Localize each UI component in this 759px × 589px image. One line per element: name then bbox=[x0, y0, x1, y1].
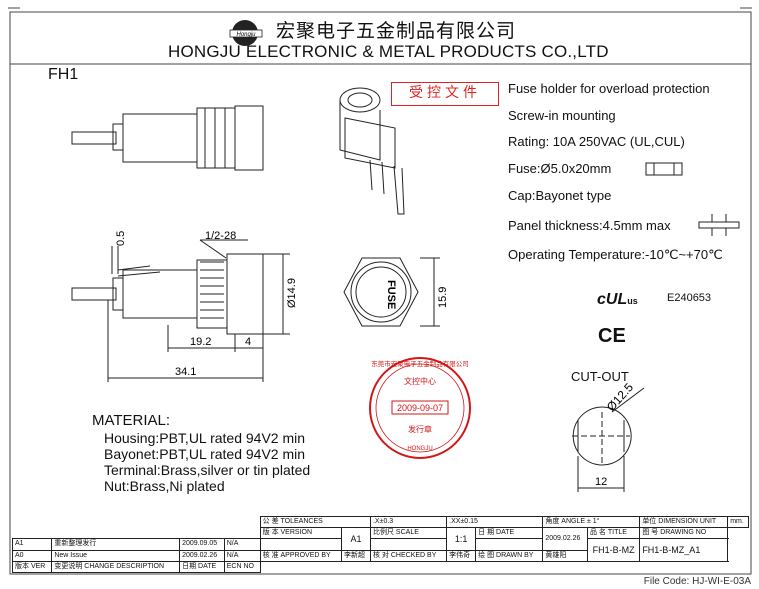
svg-text:东莞市宏聚电子五金制品有限公司: 东莞市宏聚电子五金制品有限公司 bbox=[371, 359, 469, 368]
sheet-border bbox=[9, 11, 752, 575]
side-view-bottom bbox=[71, 239, 290, 382]
issue-seal: 文控中心 2009-09-07 发行章 HONGJU 东莞市宏聚电子五金制品有限… bbox=[369, 357, 471, 459]
dim-149: Ø14.9 bbox=[286, 278, 298, 308]
spec-line-6: Panel thickness:4.5mm max bbox=[508, 218, 671, 233]
spec-line-3: Rating: 10A 250VAC (UL,CUL) bbox=[508, 134, 685, 149]
ul-file-number: E240653 bbox=[667, 292, 712, 304]
cutout-view bbox=[572, 387, 645, 492]
ce-logo: CE bbox=[598, 325, 626, 347]
material-line-2: Bayonet:PBT,UL rated 94V2 min bbox=[104, 446, 306, 462]
svg-text:2009-09-07: 2009-09-07 bbox=[397, 403, 443, 413]
title-block: 公 差 TOLEANCES .X±0.3 .XX±0.15 角度 ANGLE ±… bbox=[11, 515, 749, 574]
front-view bbox=[343, 257, 440, 327]
company-logo: Hongju bbox=[229, 20, 263, 46]
material-line-1: Housing:PBT,UL rated 94V2 min bbox=[104, 430, 306, 446]
company-name-en: HONGJU ELECTRONIC & METAL PRODUCTS CO.,L… bbox=[168, 42, 609, 61]
dim-thread: 1/2-28 bbox=[205, 230, 236, 242]
spec-line-5: Cap:Bayonet type bbox=[508, 188, 612, 203]
dim-159: 15.9 bbox=[437, 287, 449, 308]
dim-05: 0.5 bbox=[115, 231, 127, 246]
svg-text:发行章: 发行章 bbox=[408, 424, 432, 434]
dim-341: 34.1 bbox=[175, 366, 196, 378]
company-name-cn: 宏聚电子五金制品有限公司 bbox=[276, 20, 517, 42]
dim-192: 19.2 bbox=[190, 336, 211, 348]
side-view-top bbox=[71, 105, 264, 171]
svg-text:文控中心: 文控中心 bbox=[404, 376, 436, 386]
cutout-label: CUT-OUT bbox=[571, 369, 629, 384]
cap-text: FUSE bbox=[385, 280, 397, 309]
material-line-4: Nut:Brass,Ni plated bbox=[104, 478, 225, 494]
dim-cut-w: 12 bbox=[595, 476, 607, 488]
material-line-3: Terminal:Brass,silver or tin plated bbox=[104, 462, 311, 478]
spec-line-2: Screw-in mounting bbox=[508, 108, 616, 123]
material-title: MATERIAL: bbox=[92, 412, 171, 429]
file-code: File Code: HJ-WI-E-03A bbox=[643, 576, 751, 587]
dim-4: 4 bbox=[245, 336, 251, 348]
svg-text:HONGJU: HONGJU bbox=[407, 446, 432, 452]
fuse-icon bbox=[645, 162, 683, 176]
ul-logo: cULus bbox=[597, 291, 638, 308]
spec-line-4: Fuse:Ø5.0x20mm bbox=[508, 161, 612, 176]
tol-label: 公 差 TOLEANCES bbox=[259, 515, 371, 529]
model-number: FH1 bbox=[48, 66, 79, 83]
spec-line-1: Fuse holder for overload protection bbox=[508, 81, 710, 96]
panel-thickness-icon bbox=[698, 214, 740, 236]
iso-view bbox=[339, 87, 405, 215]
controlled-document-stamp: 受控文件 bbox=[391, 82, 499, 106]
spec-line-7: Operating Temperature:-10℃~+70℃ bbox=[508, 247, 723, 262]
svg-text:Hongju: Hongju bbox=[236, 32, 256, 38]
